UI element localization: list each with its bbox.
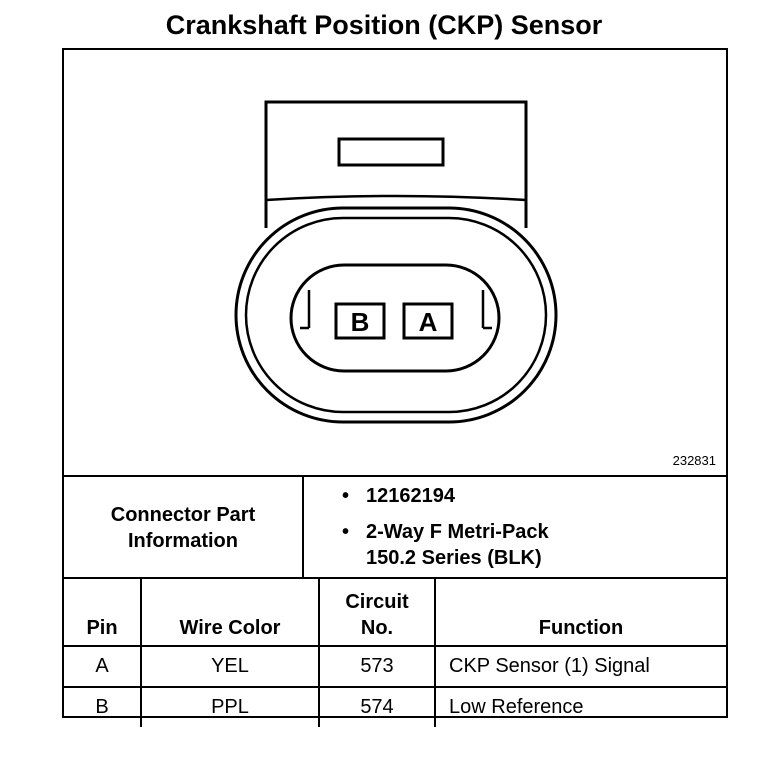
connector-sheet: B A 232831 Connector Part Information 12…: [62, 48, 728, 727]
row-pin: A: [64, 645, 142, 688]
pin-label-b: B: [351, 307, 370, 337]
header-circuit-line1: Circuit: [345, 591, 409, 613]
connector-part-label: Connector Part Information: [64, 477, 304, 579]
header-function: Function: [434, 577, 726, 647]
part-description-line2: 150.2 Series (BLK): [366, 547, 542, 569]
latch-window: [337, 137, 445, 167]
connector-part-information: Connector Part Information 12162194 2-Wa…: [64, 475, 726, 579]
row-circuit: 574: [318, 686, 436, 727]
terminal-box-a: [402, 302, 454, 340]
header-circuit-line2: No.: [360, 617, 394, 639]
row-wire-color: YEL: [140, 645, 320, 688]
part-description-item: 2-Way F Metri-Pack 150.2 Series (BLK): [304, 519, 549, 571]
housing-lip: [265, 194, 527, 202]
connector-face-svg: B A: [234, 100, 558, 424]
connector-part-label-line2: Information: [128, 530, 238, 552]
part-description-line1: 2-Way F Metri-Pack: [366, 521, 549, 543]
header-wire-color: Wire Color: [140, 577, 320, 647]
drawing-reference-number: 232831: [672, 453, 716, 468]
header-circuit: Circuit No.: [318, 577, 436, 647]
terminal-box-b: [334, 302, 386, 340]
part-number-item: 12162194: [304, 483, 549, 509]
table-row: B PPL 574 Low Reference: [64, 686, 726, 727]
terminal-cavity: [289, 263, 501, 373]
header-pin: Pin: [64, 577, 142, 647]
connector-oval-middle: [244, 216, 548, 414]
row-wire-color: PPL: [140, 686, 320, 727]
connector-part-list: 12162194 2-Way F Metri-Pack 150.2 Series…: [304, 483, 549, 571]
connector-drawing: B A 232831: [64, 50, 726, 475]
row-function: Low Reference: [434, 686, 726, 727]
connector-part-label-line1: Connector Part: [110, 504, 256, 526]
page-title: Crankshaft Position (CKP) Sensor: [165, 10, 603, 40]
pin-table: Pin Wire Color Circuit No. Function A YE…: [64, 577, 726, 727]
row-circuit: 573: [318, 645, 436, 688]
pin-table-header: Pin Wire Color Circuit No. Function: [64, 577, 726, 647]
row-function: CKP Sensor (1) Signal: [434, 645, 726, 688]
part-number: 12162194: [366, 485, 455, 507]
row-pin: B: [64, 686, 142, 727]
table-row: A YEL 573 CKP Sensor (1) Signal: [64, 645, 726, 688]
pin-label-a: A: [419, 307, 438, 337]
